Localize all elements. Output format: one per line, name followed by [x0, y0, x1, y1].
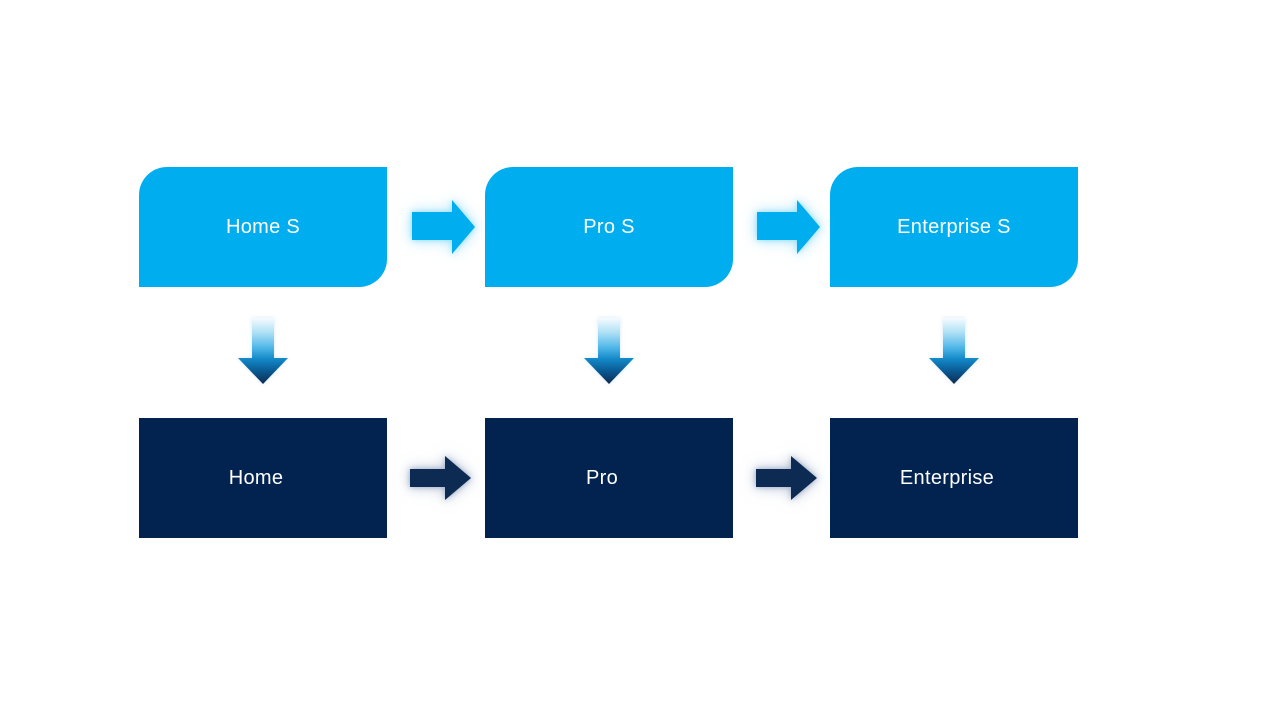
node-label: Pro	[585, 466, 619, 489]
down-arrow-icon	[928, 318, 980, 384]
node-enterprise: Enterprise	[830, 418, 1078, 538]
down-arrow-icon	[583, 318, 635, 384]
right-arrow-icon	[410, 455, 472, 501]
node-home: Home	[139, 418, 387, 538]
node-label: Home	[228, 466, 284, 489]
node-home-s: Home S	[139, 167, 387, 287]
right-arrow-icon	[412, 199, 476, 255]
node-label: Enterprise	[899, 466, 995, 489]
node-pro: Pro	[485, 418, 733, 538]
node-pro-s: Pro S	[485, 167, 733, 287]
node-label: Pro S	[583, 215, 635, 238]
down-arrow-icon	[237, 318, 289, 384]
right-arrow-icon	[756, 455, 818, 501]
node-label: Enterprise S	[897, 215, 1011, 238]
node-label: Home S	[225, 215, 301, 238]
node-enterprise-s: Enterprise S	[830, 167, 1078, 287]
right-arrow-icon	[757, 199, 821, 255]
